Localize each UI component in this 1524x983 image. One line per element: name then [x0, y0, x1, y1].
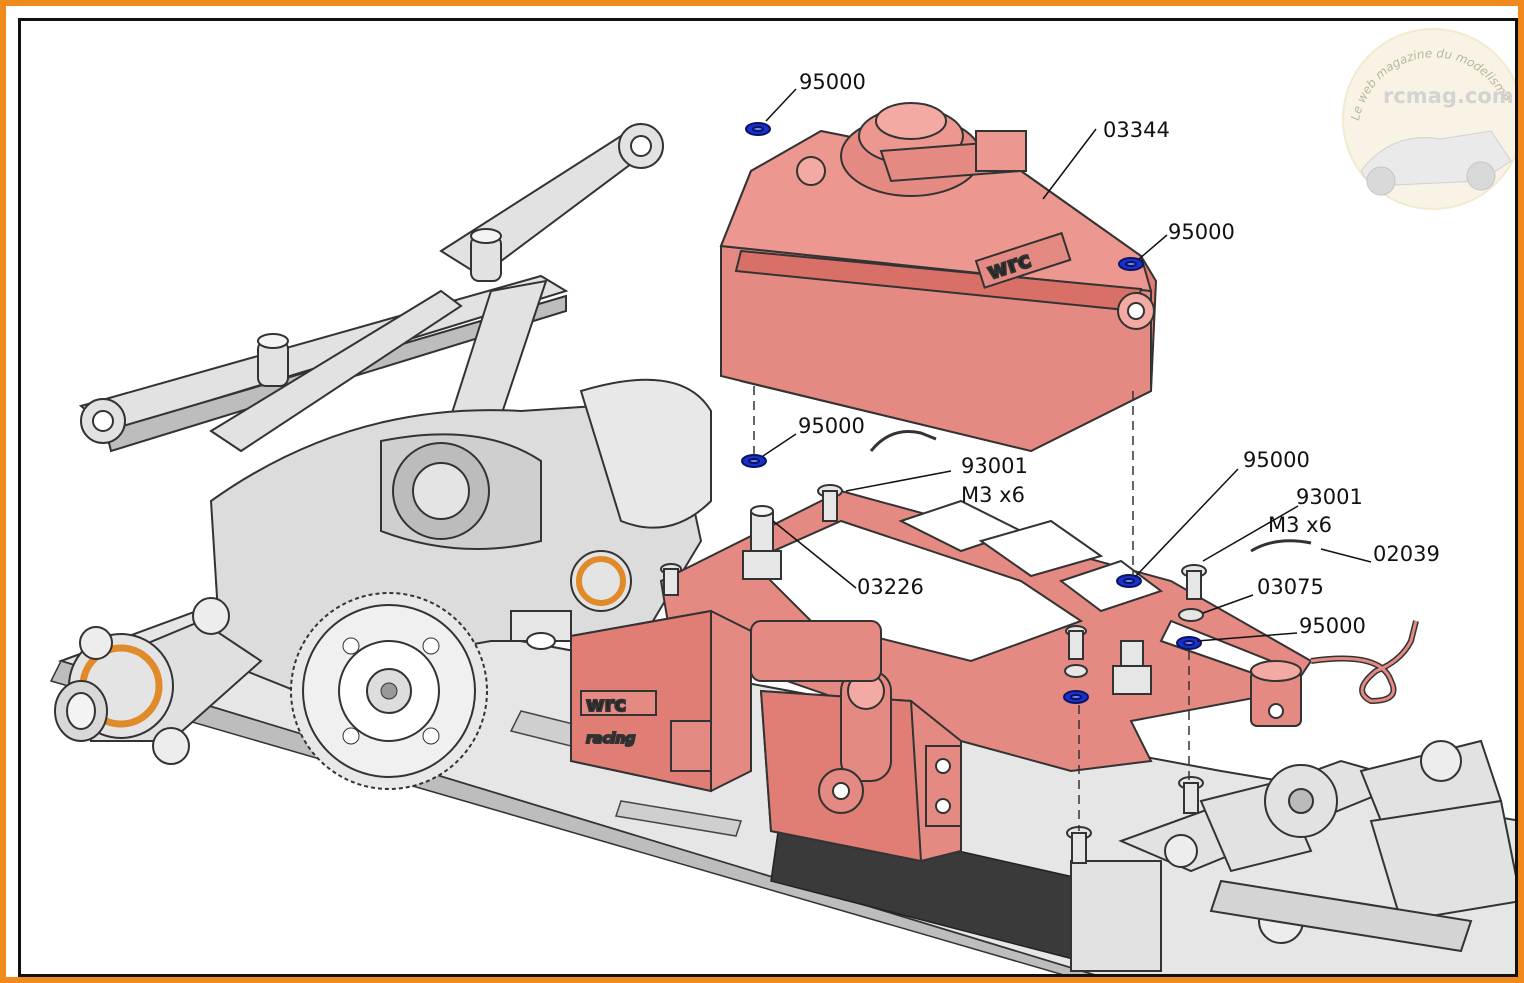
watermark-site: rcmag.com: [1383, 84, 1514, 108]
callout-93001-right: 93001: [1296, 485, 1363, 509]
exploded-assembly-diagram: wrc racing wrc: [49, 28, 1515, 974]
leader-lines: [762, 88, 1372, 642]
fasteners: [660, 430, 1312, 864]
steering-servo: wrc racing: [570, 609, 752, 793]
throttle-servo: [750, 620, 962, 863]
diagram-panel: wrc racing wrc: [18, 18, 1518, 977]
callout-95000-top: 95000: [799, 70, 866, 94]
fuel-tank: wrc: [719, 102, 1158, 453]
callout-93001-left-size: M3 x6: [961, 483, 1025, 507]
callout-02039: 02039: [1373, 542, 1440, 566]
front-suspension: [1070, 739, 1515, 972]
servo-logo: wrc: [586, 692, 626, 716]
servo-sub-logo: racing: [586, 731, 635, 747]
callout-03075: 03075: [1257, 575, 1324, 599]
callout-93001-right-size: M3 x6: [1268, 513, 1332, 537]
callout-03344: 03344: [1103, 118, 1170, 142]
spur-gear: [290, 592, 488, 790]
callout-95000-left: 95000: [798, 414, 865, 438]
callout-95000-plate: 95000: [1243, 448, 1310, 472]
callout-03226: 03226: [857, 575, 924, 599]
callout-95000-lower: 95000: [1299, 614, 1366, 638]
assembly-lines: [753, 386, 1190, 831]
callout-93001-left: 93001: [961, 454, 1028, 478]
rear-upper-brace: [78, 123, 664, 453]
o-rings: [741, 122, 1202, 704]
callout-95000-tank: 95000: [1168, 220, 1235, 244]
callout-labels: 95000 03344 95000 95000 93001 M3 x6 9500…: [798, 70, 1440, 638]
rcmag-watermark: Le web magazine du modelisme rcmag.com: [1342, 28, 1515, 210]
